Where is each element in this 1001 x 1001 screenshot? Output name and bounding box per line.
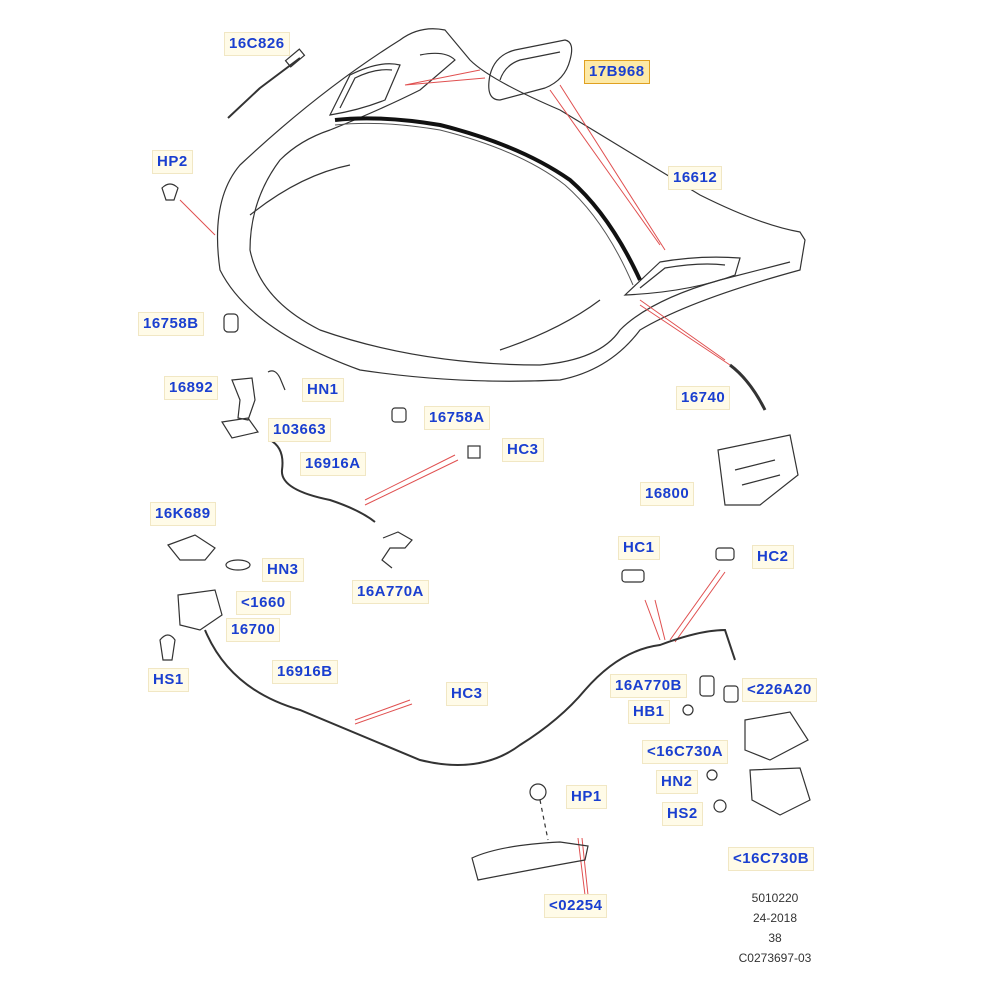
components <box>159 48 811 881</box>
part-label-16916A[interactable]: 16916A <box>300 452 366 476</box>
footer-code-2: 24-2018 <box>752 911 798 925</box>
part-label-HB1[interactable]: HB1 <box>628 700 670 724</box>
hood-seal <box>334 116 642 281</box>
part-label-HS2[interactable]: HS2 <box>662 802 703 826</box>
part-label-226A20[interactable]: <226A20 <box>742 678 817 702</box>
part-label-HP1[interactable]: HP1 <box>566 785 607 809</box>
part-label-16758B[interactable]: 16758B <box>138 312 204 336</box>
part-label-16892[interactable]: 16892 <box>164 376 219 400</box>
part-label-HN2[interactable]: HN2 <box>656 770 698 794</box>
part-label-16K689[interactable]: 16K689 <box>150 502 216 526</box>
part-label-HS1[interactable]: HS1 <box>148 668 189 692</box>
part-label-1660[interactable]: <1660 <box>236 591 291 615</box>
footer-code-4: C0273697-03 <box>738 951 812 965</box>
hood-panel <box>216 28 806 382</box>
part-label-16A770A[interactable]: 16A770A <box>352 580 429 604</box>
part-label-02254[interactable]: <02254 <box>544 894 608 918</box>
part-label-16700[interactable]: 16700 <box>226 618 281 642</box>
footer-code-3: 38 <box>768 931 782 945</box>
part-label-HN3[interactable]: HN3 <box>262 558 304 582</box>
part-label-103663[interactable]: 103663 <box>268 418 332 442</box>
part-label-16A770B[interactable]: 16A770B <box>610 674 687 698</box>
lamp-part <box>488 39 573 101</box>
part-label-16C730A[interactable]: <16C730A <box>642 740 729 764</box>
part-label-HC3-lower[interactable]: HC3 <box>446 682 488 706</box>
part-label-HC1[interactable]: HC1 <box>618 536 660 560</box>
part-label-16612[interactable]: 16612 <box>668 166 723 190</box>
footer-code-1: 5010220 <box>751 891 799 905</box>
part-label-16916B[interactable]: 16916B <box>272 660 338 684</box>
part-label-17B968[interactable]: 17B968 <box>584 60 650 84</box>
part-label-16C730B[interactable]: <16C730B <box>728 847 815 871</box>
part-label-HP2[interactable]: HP2 <box>152 150 193 174</box>
part-label-16758A[interactable]: 16758A <box>424 406 490 430</box>
part-label-HN1[interactable]: HN1 <box>302 378 344 402</box>
part-label-HC3-upper[interactable]: HC3 <box>502 438 544 462</box>
part-label-16800[interactable]: 16800 <box>640 482 695 506</box>
leader-lines <box>179 69 731 896</box>
part-label-16740[interactable]: 16740 <box>676 386 731 410</box>
part-label-HC2[interactable]: HC2 <box>752 545 794 569</box>
part-label-16C826[interactable]: 16C826 <box>224 32 290 56</box>
